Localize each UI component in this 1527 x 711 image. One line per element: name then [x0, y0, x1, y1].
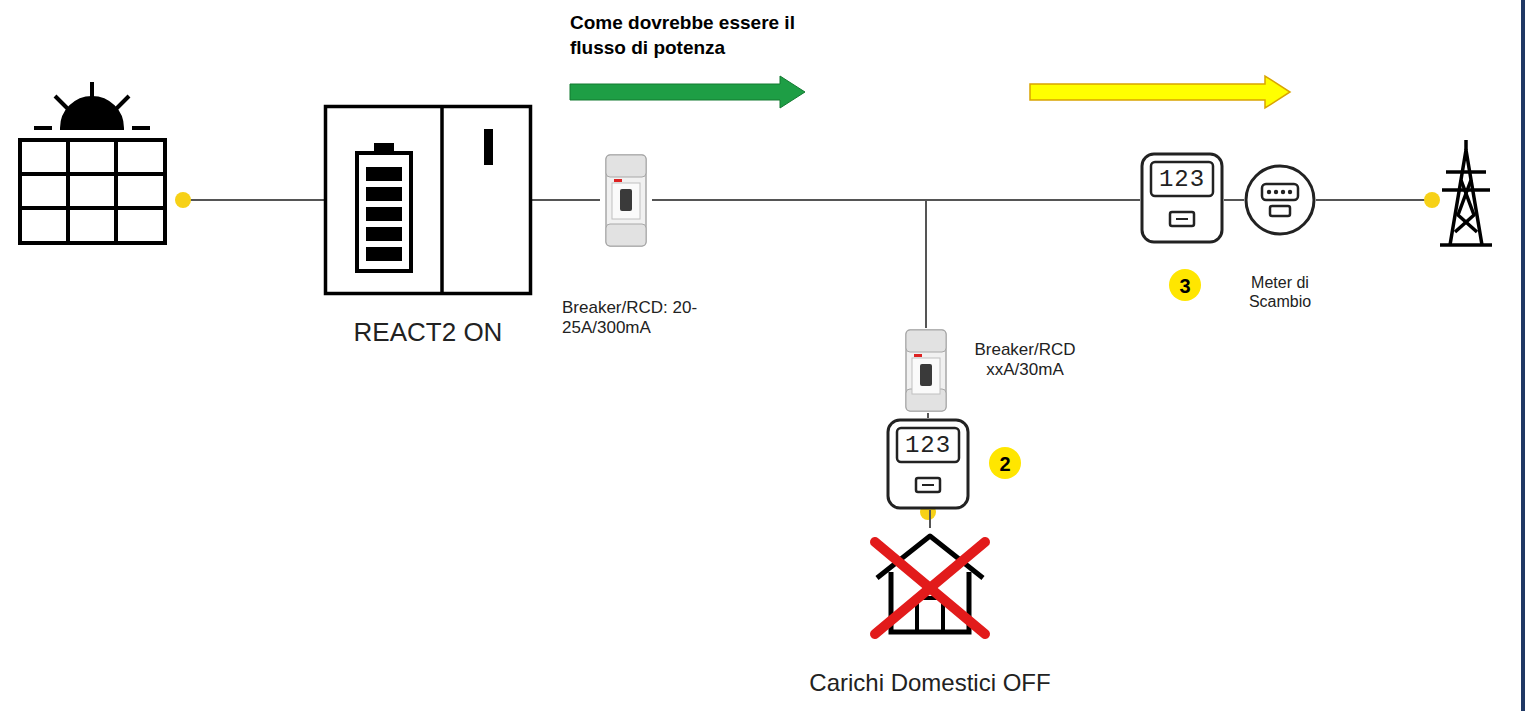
household-loads: Carichi Domestici OFF: [855, 528, 1005, 640]
inverter-box: REACT2 ON: [324, 105, 532, 295]
scambio-icon: [1244, 164, 1316, 236]
meter-icon: [886, 418, 970, 510]
callout-number: 3: [1169, 273, 1201, 299]
wire: [1224, 199, 1244, 201]
breaker-label: Breaker/RCD xxA/30mA: [964, 340, 1086, 380]
breaker-label: Breaker/RCD: 20-25A/300mA: [562, 298, 712, 338]
breaker-icon: [600, 153, 652, 248]
grid-tower: [1440, 140, 1492, 245]
inverter-label: REACT2 ON: [324, 317, 532, 348]
breaker-icon: [900, 328, 952, 413]
energy-meter: 123: [1140, 152, 1224, 244]
energy-meter: 123: [886, 418, 970, 510]
callout-circle: [1169, 269, 1201, 301]
meter-label: Meter di Scambio: [1235, 273, 1325, 311]
flow-arrow: [1030, 76, 1290, 108]
meter-icon: [1140, 152, 1224, 244]
flow-arrow: [570, 76, 805, 108]
wire: [532, 199, 600, 201]
meter-display: 123: [897, 431, 959, 460]
house-icon: [855, 528, 1005, 640]
flow-note: Come dovrebbe essere il flusso di potenz…: [570, 10, 798, 60]
pv-panel: [20, 82, 165, 243]
loads-label: Carichi Domestici OFF: [780, 668, 1080, 697]
exchange-meter: Meter di Scambio: [1244, 164, 1316, 236]
meter-display: 123: [1151, 165, 1213, 194]
breaker-rcd: Breaker/RCD xxA/30mA: [900, 328, 952, 413]
callout-circle: [989, 447, 1021, 479]
inverter-icon: [324, 105, 532, 295]
breaker-rcd: Breaker/RCD: 20-25A/300mA: [600, 153, 652, 248]
frame-border: [1521, 0, 1525, 711]
wire: [927, 413, 929, 418]
callout-number: 2: [989, 451, 1021, 477]
wire: [929, 510, 931, 528]
